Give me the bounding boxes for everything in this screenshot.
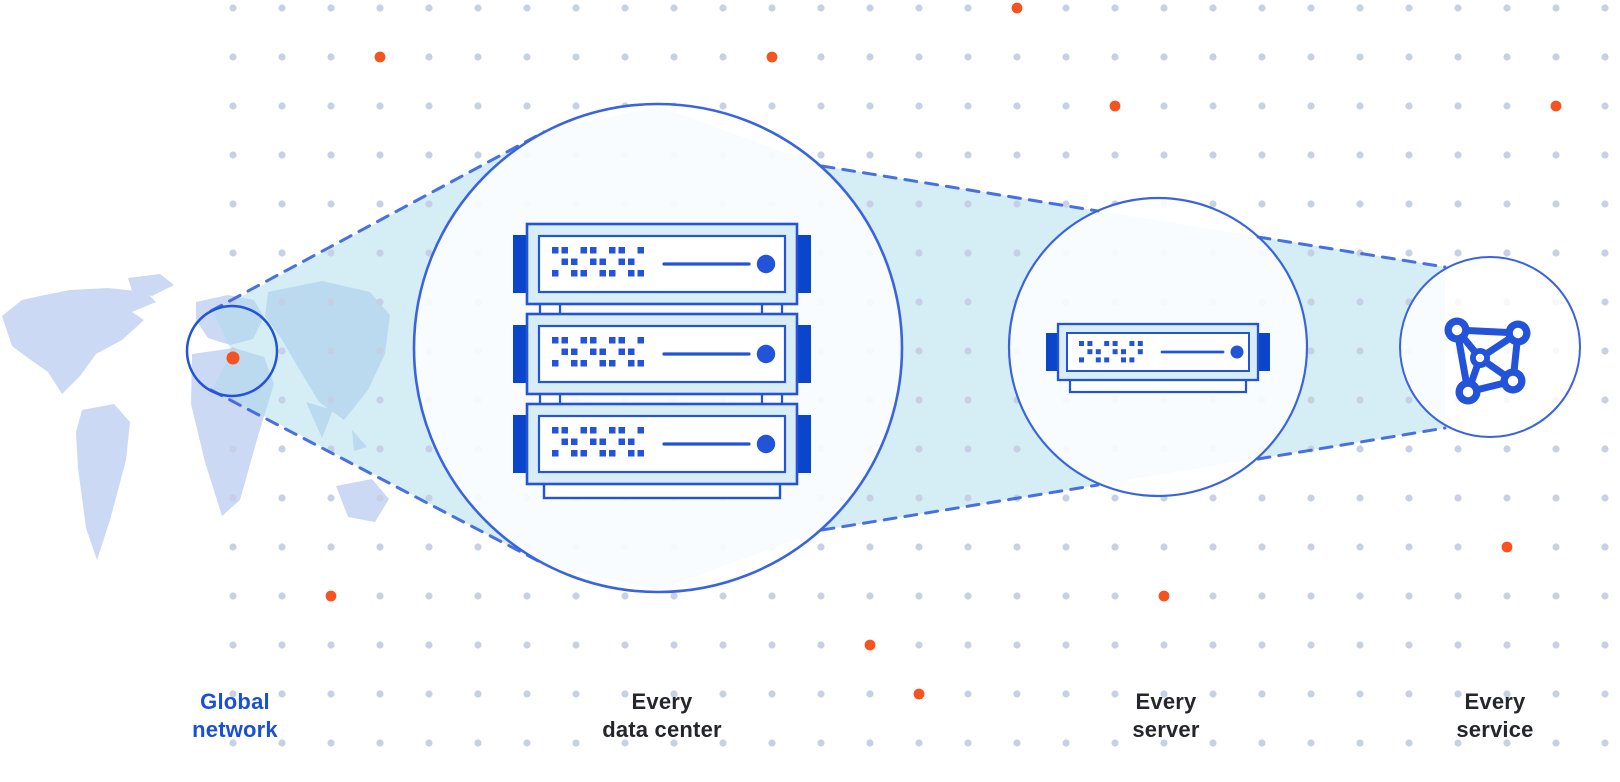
label-line: service xyxy=(1456,717,1534,742)
label-line: network xyxy=(192,717,278,742)
map-location-dot xyxy=(226,351,240,365)
zoom-dashed-lines xyxy=(209,130,1447,566)
label-line: Every xyxy=(1135,689,1197,714)
label-every-data-center: Every data center xyxy=(522,688,802,744)
label-line: server xyxy=(1132,717,1200,742)
label-line: Global xyxy=(200,689,270,714)
server-rack-icon xyxy=(513,222,811,500)
global-network-circle xyxy=(185,304,279,398)
label-line: Every xyxy=(1464,689,1526,714)
label-every-service: Every service xyxy=(1355,688,1620,744)
service-circle xyxy=(1399,256,1581,438)
label-global-network: Global network xyxy=(95,688,375,744)
label-every-server: Every server xyxy=(1026,688,1306,744)
network-graph-icon xyxy=(1444,317,1531,405)
single-server-icon xyxy=(1046,322,1270,394)
label-line: data center xyxy=(602,717,722,742)
label-line: Every xyxy=(631,689,693,714)
